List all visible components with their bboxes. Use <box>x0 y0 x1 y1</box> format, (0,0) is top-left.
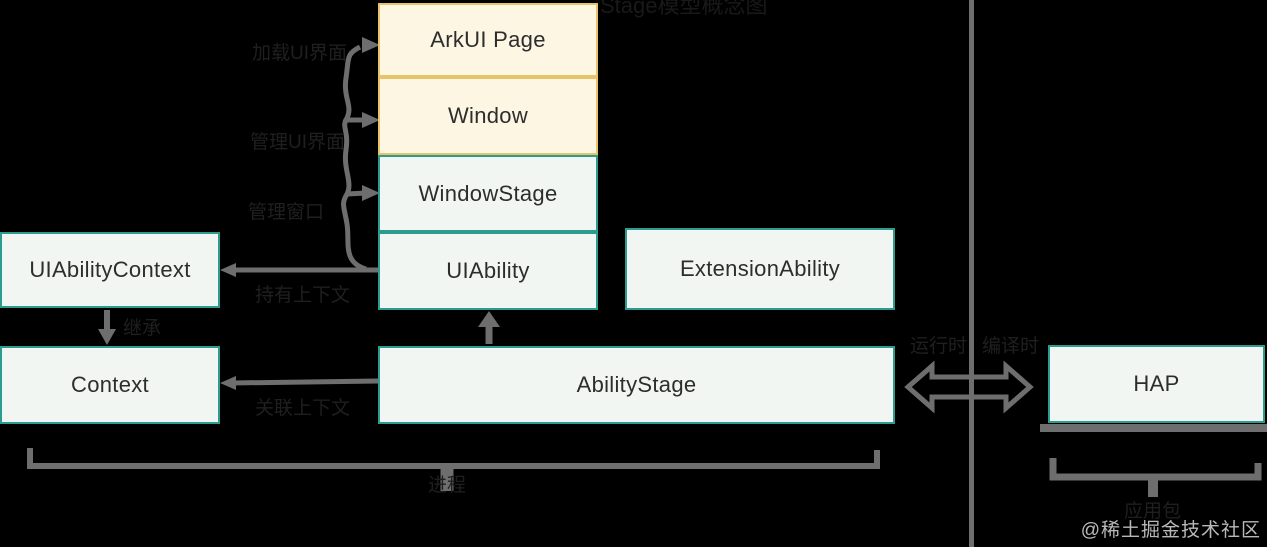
bracket-label-process: 进程 <box>428 475 467 496</box>
watermark: @稀土掘金技术社区 <box>1080 520 1261 541</box>
edge-label-divider-left: 运行时 <box>910 336 968 357</box>
node-hap-label: HAP <box>1133 371 1180 396</box>
node-arkui-page: ArkUI Page <box>378 3 598 77</box>
arrowhead-context-down <box>98 329 116 345</box>
edge-label-load-ui: 加载UI界面 <box>252 43 348 64</box>
node-window-label: Window <box>447 103 529 128</box>
arrowhead-uiability-up <box>478 311 500 327</box>
diagram-title: Stage模型概念图 <box>600 0 768 18</box>
node-abilitystage: AbilityStage <box>378 346 895 424</box>
node-context: Context <box>0 346 220 424</box>
brace-spine <box>341 44 367 272</box>
bracket-bottom-right <box>1049 458 1262 481</box>
arrowhead-uiabilitycontext <box>220 263 236 277</box>
double-arrow-hap <box>904 360 1034 414</box>
node-uiabilitycontext-label: UIAbilityContext <box>29 257 191 282</box>
edge-label-inherit: 继承 <box>123 318 162 339</box>
edge-label-manage-ui: 管理UI界面 <box>250 132 346 153</box>
edge-label-uiability-context: 持有上下文 <box>255 285 351 306</box>
arrowhead-context-left <box>220 376 236 390</box>
divider-line <box>969 0 974 547</box>
node-uiability: UIAbility <box>378 232 598 310</box>
arrowhead-windowstage <box>362 185 380 201</box>
node-hap: HAP <box>1048 345 1265 423</box>
node-window: Window <box>378 77 598 155</box>
arrowhead-window <box>362 112 380 128</box>
edge-label-manage-window: 管理窗口 <box>248 202 325 223</box>
node-extensionability-label: ExtensionAbility <box>679 256 841 281</box>
hap-underline <box>1040 424 1267 432</box>
edge-abilitystage-context <box>231 378 379 386</box>
edge-label-abilitystage-context: 关联上下文 <box>255 398 351 419</box>
node-context-label: Context <box>71 372 149 397</box>
node-abilitystage-label: AbilityStage <box>576 372 697 397</box>
node-extensionability: ExtensionAbility <box>625 228 895 310</box>
node-uiabilitycontext: UIAbilityContext <box>0 232 220 308</box>
node-arkui-page-label: ArkUI Page <box>430 27 546 52</box>
node-windowstage-label: WindowStage <box>418 180 558 206</box>
node-uiability-label: UIAbility <box>446 258 530 283</box>
bracket-label-package: 应用包 <box>1124 501 1182 522</box>
edge-label-divider-right: 编译时 <box>982 336 1040 357</box>
arrowhead-arkui-page <box>362 37 380 53</box>
bracket-bottom-left <box>27 448 880 469</box>
node-windowstage: WindowStage <box>378 155 598 232</box>
